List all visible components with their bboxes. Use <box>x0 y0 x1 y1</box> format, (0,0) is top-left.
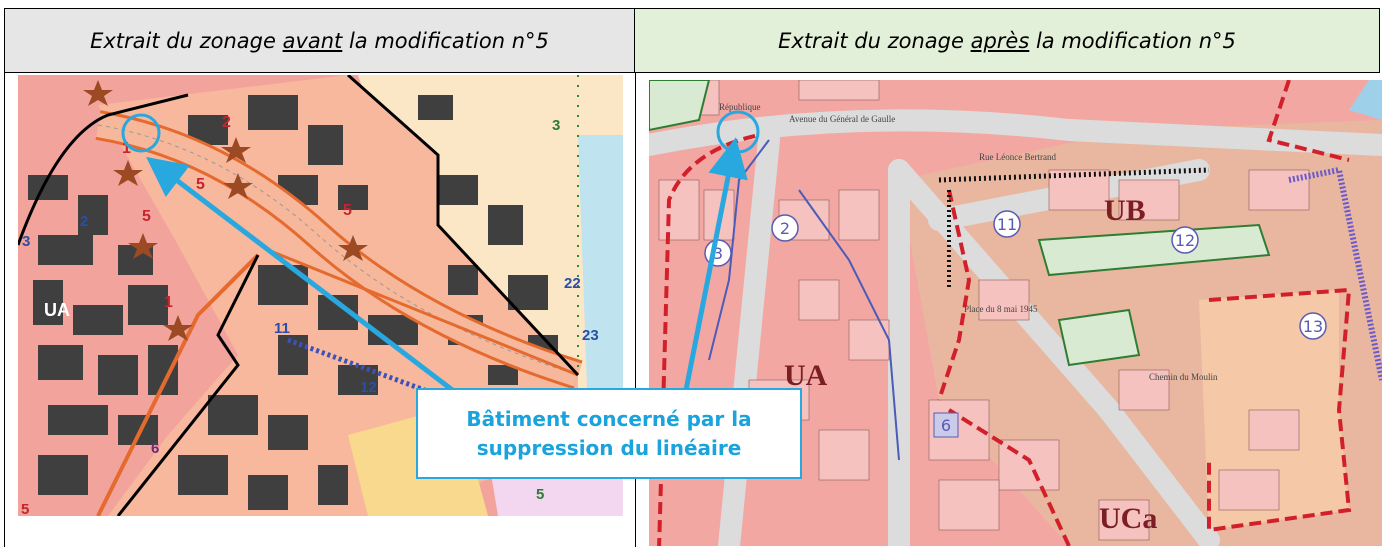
map-after-street-label: Avenue du Général de Gaulle <box>789 114 895 124</box>
map-after-zone-label: UB <box>1104 194 1146 227</box>
map-after-boxed-number: 6 <box>941 416 951 435</box>
map-after-circled-number: 3 <box>713 244 723 263</box>
map-before-number: 11 <box>274 320 290 337</box>
map-before-star-label: 5 <box>343 202 352 219</box>
comparison-table: Extrait du zonage avant la modification … <box>4 8 1380 547</box>
map-before-number: 22 <box>564 275 581 292</box>
map-before-star-label: 5 <box>142 208 151 225</box>
map-before-zone-label: UA <box>44 300 70 320</box>
map-after: UB UA UCa 2 3 11 12 13 6 Avenue du Génér… <box>649 80 1382 546</box>
callout-line-1: Bâtiment concerné par la <box>466 406 752 431</box>
map-after-circled-number: 13 <box>1303 317 1323 336</box>
map-before-number: 2 <box>80 213 88 230</box>
map-after-zone-label: UA <box>784 359 828 392</box>
map-after-street-label: Rue Léonce Bertrand <box>979 152 1056 162</box>
map-before-number: 3 <box>22 233 30 250</box>
header-title-before: Extrait du zonage avant la modification … <box>90 28 549 53</box>
map-before-star-label: 2 <box>222 114 231 131</box>
map-before-number: 5 <box>536 486 544 503</box>
map-before-number: 12 <box>360 379 377 396</box>
map-after-zone-label: UCa <box>1099 502 1157 535</box>
map-after-circled-number: 2 <box>780 219 790 238</box>
map-before-number: 6 <box>151 440 159 457</box>
map-before-highlight-circle <box>121 113 161 153</box>
header-cell-before: Extrait du zonage avant la modification … <box>5 9 635 73</box>
map-before-number: 5 <box>21 501 29 516</box>
map-after-street-label: Chemin du Moulin <box>1149 372 1218 382</box>
map-before-number: 3 <box>552 117 560 134</box>
map-after-drawing: UB UA UCa 2 3 11 12 13 6 Avenue du Génér… <box>649 80 1382 546</box>
callout-line-2: suppression du linéaire <box>476 435 742 460</box>
map-after-circled-number: 12 <box>1175 231 1195 250</box>
map-after-circled-number: 11 <box>997 215 1017 234</box>
map-after-street-label: République <box>719 102 761 112</box>
header-cell-after: Extrait du zonage après la modification … <box>635 9 1380 73</box>
map-before-star-label: 1 <box>164 294 173 311</box>
header-title-after: Extrait du zonage après la modification … <box>778 28 1236 53</box>
map-after-street-label: Place du 8 mai 1945 <box>964 304 1038 314</box>
map-before-star-label: 1 <box>122 140 131 157</box>
callout-box: Bâtiment concerné par la suppression du … <box>416 388 802 479</box>
map-before-star-label: 5 <box>196 176 205 193</box>
column-divider <box>635 73 636 547</box>
map-before-number: 23 <box>582 327 599 344</box>
